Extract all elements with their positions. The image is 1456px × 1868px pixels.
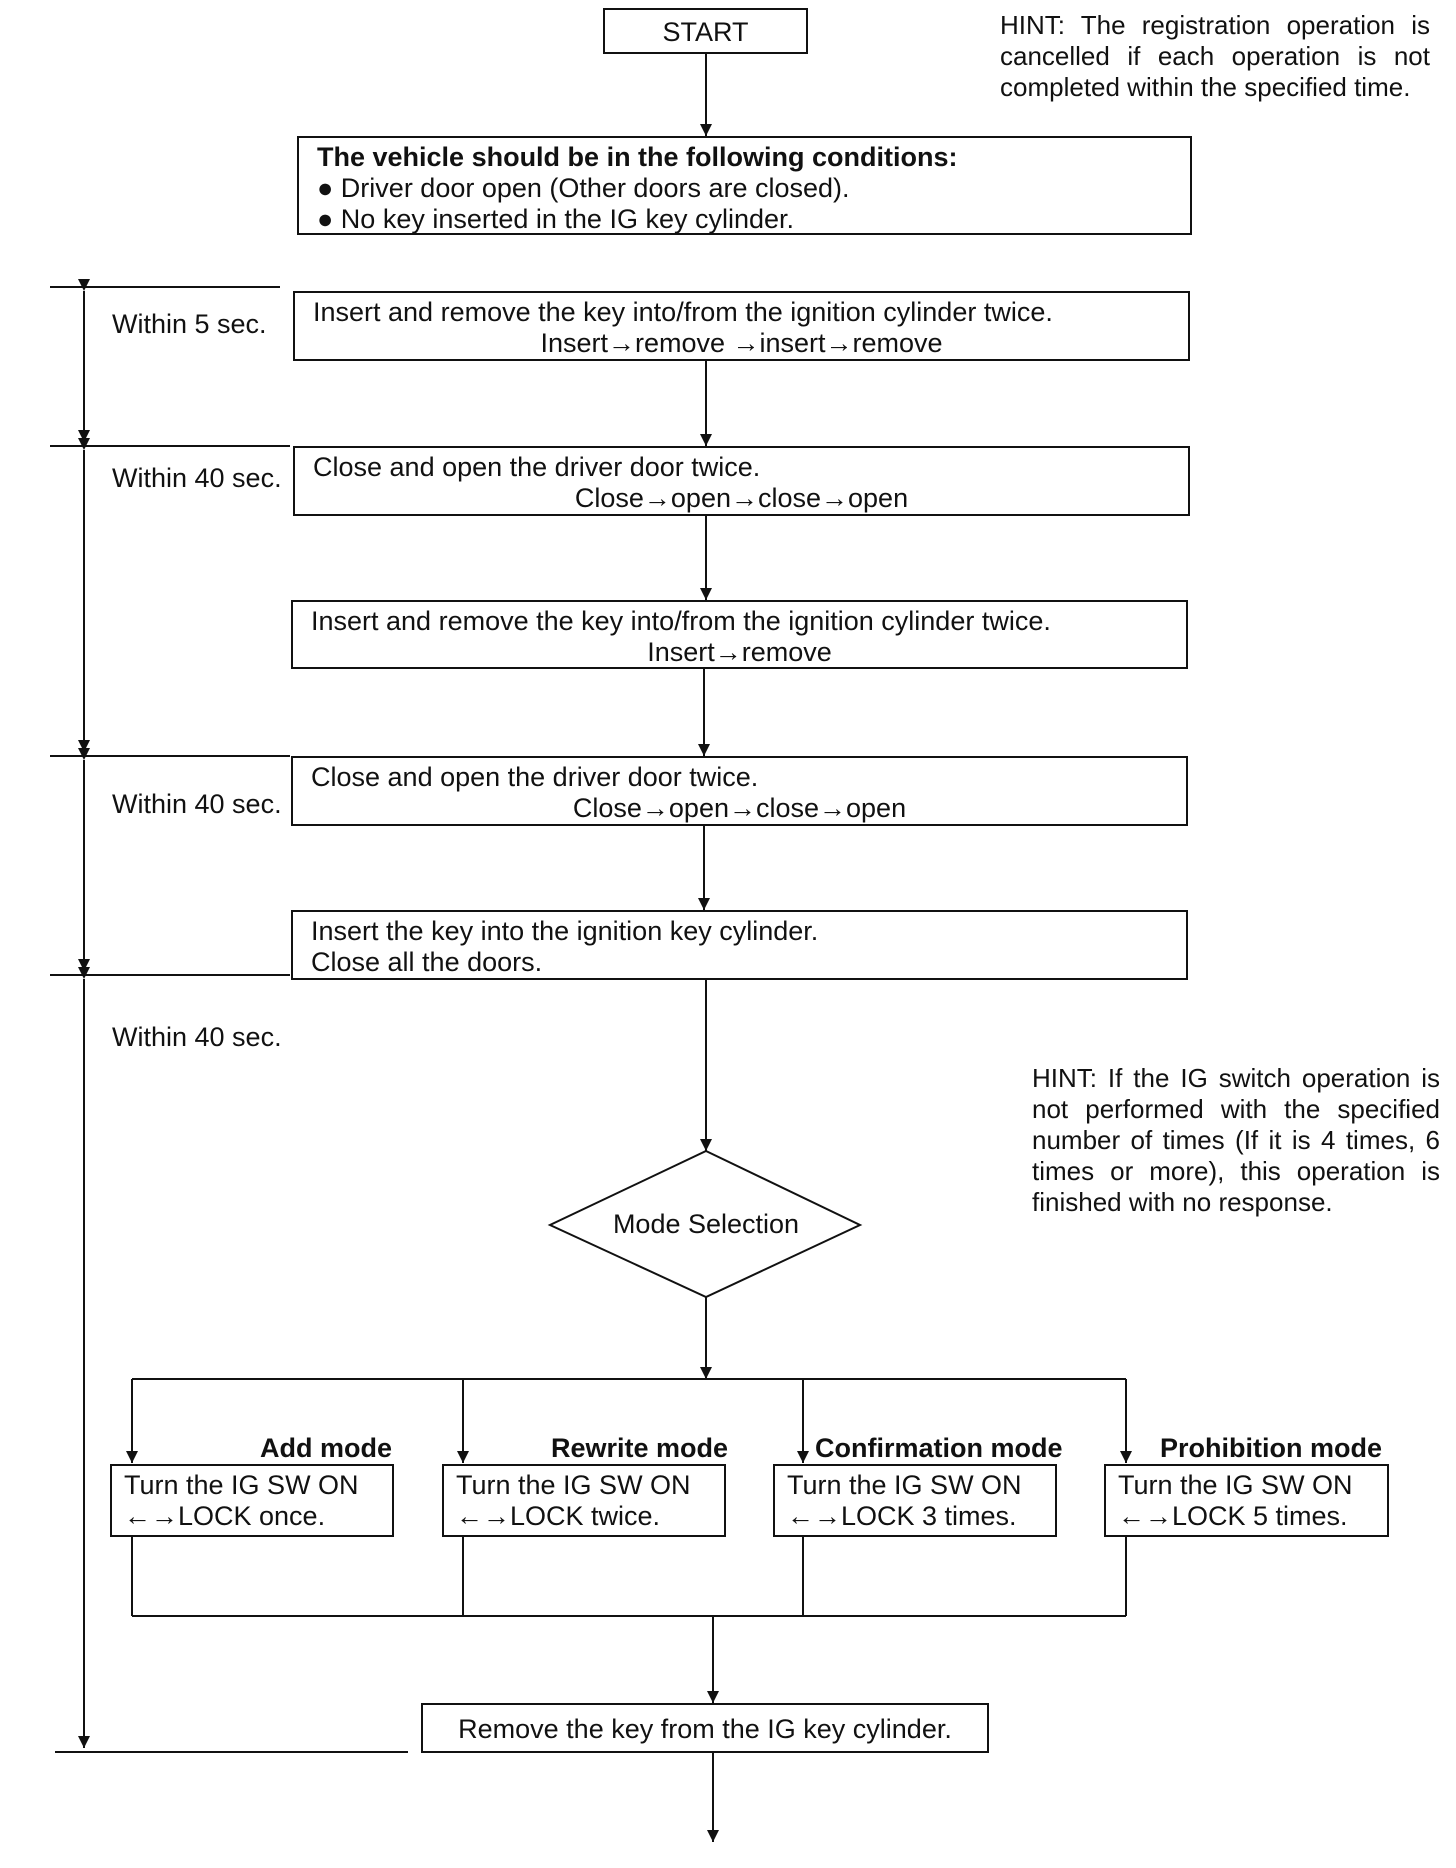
hint-ig-switch-count: HINT: If the IG switch operation is not … [1032, 1063, 1440, 1217]
decision-label: Mode Selection [612, 1209, 800, 1239]
hint-registration-timeout: HINT: The registration operation is canc… [1000, 10, 1430, 102]
timer-label-5sec: Within 5 sec. [112, 309, 267, 339]
step-sequence: Close→open→close→open [572, 793, 907, 823]
step-close-open-door: Close and open the driver door twice. Cl… [291, 756, 1188, 826]
step-text: Close and open the driver door twice. [311, 762, 759, 792]
mode-label-rewrite: Rewrite mode [551, 1433, 729, 1463]
mode-label-add: Add mode [260, 1433, 392, 1463]
mode-instruction: ←→LOCK once. [124, 1501, 326, 1531]
decision-diamond [547, 1149, 863, 1299]
step-sequence: Insert→remove [647, 637, 832, 667]
step-sequence: Insert→remove →insert→remove [540, 328, 943, 358]
conditions-box: The vehicle should be in the following c… [297, 136, 1192, 235]
mode-instruction: Turn the IG SW ON [124, 1470, 359, 1500]
mode-box-rewrite: Turn the IG SW ON ←→LOCK twice. [442, 1464, 726, 1537]
step-close-open-door: Close and open the driver door twice. Cl… [293, 446, 1190, 516]
step-text: Close and open the driver door twice. [313, 452, 761, 482]
step-text: Insert and remove the key into/from the … [311, 606, 1051, 636]
mode-label-prohibition: Prohibition mode [1160, 1433, 1382, 1463]
mode-box-prohibition: Turn the IG SW ON ←→LOCK 5 times. [1104, 1464, 1389, 1537]
mode-instruction: ←→LOCK twice. [456, 1501, 661, 1531]
conditions-title: The vehicle should be in the following c… [317, 142, 958, 172]
step-text: Remove the key from the IG key cylinder. [458, 1714, 952, 1744]
mode-instruction: ←→LOCK 5 times. [1118, 1501, 1348, 1531]
step-insert-key-close-doors: Insert the key into the ignition key cyl… [291, 910, 1188, 980]
mode-box-add: Turn the IG SW ON ←→LOCK once. [110, 1464, 394, 1537]
timer-label-40sec: Within 40 sec. [112, 1022, 282, 1052]
mode-instruction: Turn the IG SW ON [1118, 1470, 1353, 1500]
mode-instruction: Turn the IG SW ON [787, 1470, 1022, 1500]
step-text: Insert the key into the ignition key cyl… [311, 916, 819, 946]
mode-instruction: Turn the IG SW ON [456, 1470, 691, 1500]
timer-label-40sec: Within 40 sec. [112, 789, 282, 819]
timer-label-40sec: Within 40 sec. [112, 463, 282, 493]
step-remove-key: Remove the key from the IG key cylinder. [421, 1703, 989, 1753]
mode-box-confirmation: Turn the IG SW ON ←→LOCK 3 times. [773, 1464, 1057, 1537]
condition-item: ● No key inserted in the IG key cylinder… [317, 204, 795, 234]
mode-instruction: ←→LOCK 3 times. [787, 1501, 1017, 1531]
step-insert-remove-twice: Insert and remove the key into/from the … [293, 291, 1190, 361]
condition-item: ● Driver door open (Other doors are clos… [317, 173, 850, 203]
step-text: Insert and remove the key into/from the … [313, 297, 1053, 327]
step-text: Close all the doors. [311, 947, 543, 977]
step-sequence: Close→open→close→open [574, 483, 909, 513]
start-terminal: START [603, 8, 808, 54]
step-insert-remove-once: Insert and remove the key into/from the … [291, 600, 1188, 669]
mode-label-confirmation: Confirmation mode [815, 1433, 1063, 1463]
